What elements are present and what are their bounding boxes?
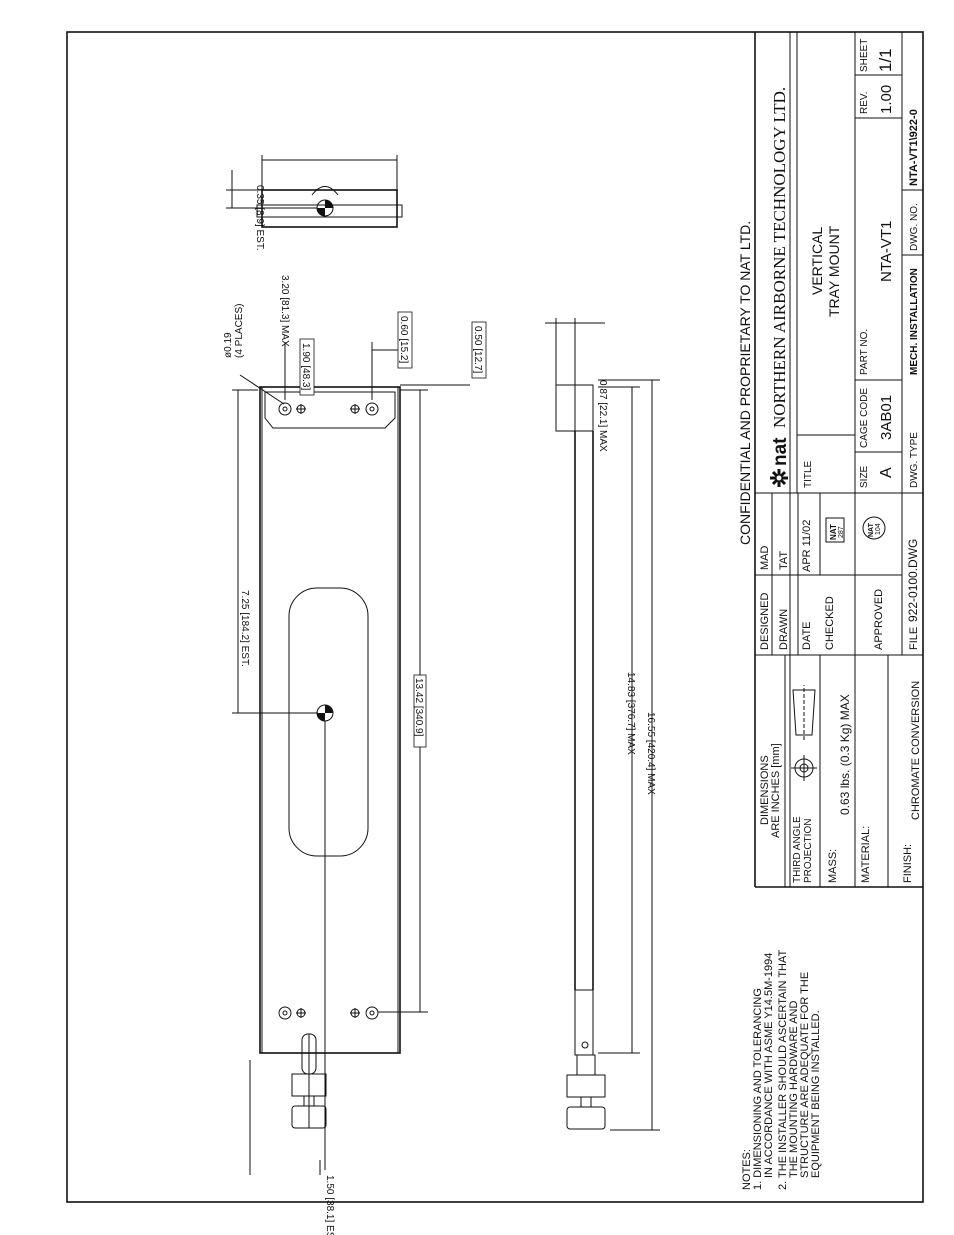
nat-logo <box>770 469 788 487</box>
title-line-2: TRAY MOUNT <box>826 225 842 317</box>
cage-code-value: 3AB01 <box>878 395 895 440</box>
dwg-type-label: DWG. TYPE <box>909 432 920 488</box>
title-block <box>754 32 923 888</box>
finish-value: CHROMATE CONVERSION <box>910 681 922 820</box>
sheet-border <box>66 31 924 1203</box>
rev-label: REV. <box>859 92 870 114</box>
svg-text:NAT: NAT <box>829 524 838 540</box>
designed-label: DESIGNED <box>759 592 771 650</box>
dim-0-87: 0.87 [22.1] MAX <box>597 380 608 452</box>
rev-value: 1.00 <box>878 85 895 114</box>
dim-7-25: 7.25 [184.2] EST. <box>239 590 250 667</box>
date-label: DATE <box>801 621 813 650</box>
size-label: SIZE <box>859 465 870 488</box>
svg-text:104: 104 <box>875 523 882 535</box>
dim-3-20: 3.20 [81.3] MAX <box>279 275 290 347</box>
hole-callout-a: ø0.19 <box>223 332 234 358</box>
dwg-no-label: DWG. NO. <box>909 203 920 251</box>
confidential-text: CONFIDENTIAL AND PROPRIETARY TO NAT LTD. <box>737 221 753 545</box>
mass-label: MASS: <box>827 849 839 883</box>
cage-code-label: CAGE CODE <box>859 388 870 448</box>
dim-13-42: 13.42 [340.9] <box>413 678 424 737</box>
dimensions-label-2: ARE INCHES [mm] <box>770 743 782 838</box>
file-label: FILE <box>908 627 920 650</box>
drawn-label: DRAWN <box>778 609 790 650</box>
designed-value: MAD <box>759 546 771 571</box>
top-view-dimensions: 7.25 [184.2] EST. 13.42 [340.9] 1.50 [38… <box>223 304 487 1235</box>
dim-0-35: 0.35 [8.9] EST. <box>254 185 265 251</box>
dim-1-90: 1.90 [48.3] <box>300 343 311 390</box>
date-value: APR 11/02 <box>801 520 813 572</box>
tray-end-view <box>226 155 403 228</box>
projection-label-2: PROJECTION <box>803 819 814 883</box>
logo-text: nat <box>770 437 791 466</box>
size-value: A <box>878 467 895 478</box>
svg-text:287: 287 <box>838 526 845 538</box>
material-label: MATERIAL: <box>860 826 872 883</box>
dim-0-60: 0.60 [15.2] <box>398 316 409 363</box>
tray-top-view <box>232 386 401 1170</box>
note-2-b: THE MOUNTING HARDWARE AND <box>788 1001 800 1178</box>
sheet-value: 1/1 <box>876 48 895 72</box>
tray-side-view <box>555 384 606 1130</box>
hole-callout-b: (4 PLACES) <box>234 304 245 358</box>
note-2-d: EQUIPMENT BEING INSTALLED. <box>810 1010 822 1178</box>
dim-0-50: 0.50 [12.7] <box>472 326 483 373</box>
note-1-a: 1. DIMENSIONING AND TOLERANCING <box>752 988 764 1190</box>
notes: NOTES: 1. DIMENSIONING AND TOLERANCING I… <box>741 949 822 1190</box>
note-2-a: 2. THE INSTALLER SHOULD ASCERTAIN THAT <box>777 949 789 1190</box>
file-value: 922-0100.DWG <box>906 539 920 622</box>
dim-1-50: 1.50 [38.1] EST. <box>324 1175 335 1235</box>
svg-text:NAT: NAT <box>868 522 875 537</box>
third-angle-projection-symbol <box>791 685 817 781</box>
checked-label: CHECKED <box>824 596 836 650</box>
side-view-dimensions <box>545 318 660 1131</box>
title-label: TITLE <box>803 460 814 488</box>
finish-label: FINISH: <box>902 844 914 883</box>
dwg-no-value: NTA-VT1\922-0 <box>908 109 920 186</box>
sheet-label: SHEET <box>859 39 870 72</box>
projection-label-1: THIRD ANGLE <box>792 816 803 883</box>
approved-label: APPROVED <box>873 589 885 650</box>
note-2-c: STRUCTURE ARE ADEQUATE FOR THE <box>799 972 811 1178</box>
dim-14-83: 14.83 [376.7] MAX <box>625 672 636 755</box>
part-no-value: NTA-VT1 <box>878 221 895 282</box>
approved-stamp: NAT 104 <box>862 516 886 540</box>
company-name: NORTHERN AIRBORNE TECHNOLOGY LTD. <box>770 87 789 428</box>
title-line-1: VERTICAL <box>809 227 825 295</box>
dimensions-label-1: DIMENSIONS <box>759 755 771 825</box>
drawn-value: TAT <box>778 551 790 570</box>
dwg-type-value: MECH. INSTALLATION <box>909 268 920 375</box>
note-1-b: IN ACCORDANCE WITH ASME Y14.5M-1994 <box>763 953 775 1178</box>
notes-heading: NOTES: <box>741 1149 753 1190</box>
checked-stamp: NAT 287 <box>825 517 845 543</box>
part-no-label: PART NO. <box>859 329 870 375</box>
dim-16-55: 16.55 [420.4] MAX <box>645 712 656 795</box>
mass-value: 0.63 lbs. (0.3 Kg) MAX <box>838 694 852 815</box>
